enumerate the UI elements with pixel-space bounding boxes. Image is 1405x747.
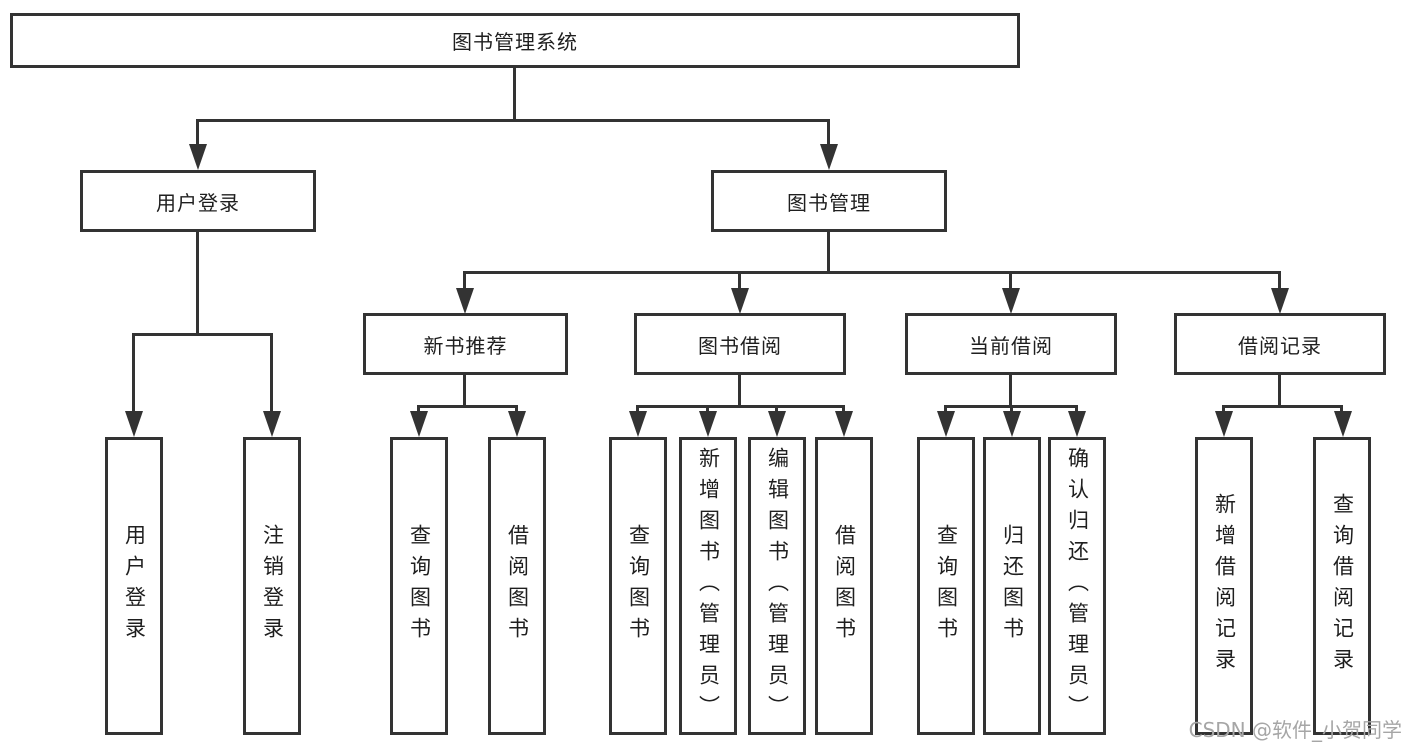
connector-hline <box>196 119 830 122</box>
leaf-user-login: 用户登录 <box>105 437 163 735</box>
node-label: 当前借阅 <box>969 333 1053 358</box>
arrow-down-icon <box>937 411 955 437</box>
connector-vline <box>1075 405 1078 415</box>
arrow-down-icon <box>456 288 474 314</box>
leaf-label: 借阅图书 <box>505 524 530 648</box>
leaf-label: 查询图书 <box>407 524 432 648</box>
connector-vline <box>132 333 135 413</box>
arrow-down-icon <box>263 411 281 437</box>
connector-vline <box>1009 271 1012 291</box>
connector-vline <box>738 271 741 291</box>
node-borrowing-records: 借阅记录 <box>1174 313 1386 375</box>
arrow-down-icon <box>125 411 143 437</box>
arrow-down-icon <box>820 144 838 170</box>
node-label: 用户登录 <box>156 190 240 215</box>
arrow-down-icon <box>1215 411 1233 437</box>
node-label: 新书推荐 <box>423 333 508 358</box>
arrow-down-icon <box>629 411 647 437</box>
connector-vline <box>944 405 947 415</box>
connector-hline <box>636 405 845 408</box>
arrow-down-icon <box>1003 411 1021 437</box>
leaf-confirm-return-admin: 确认归还（管理员） <box>1048 437 1106 735</box>
leaf-label: 查询图书 <box>626 524 651 648</box>
connector-vline <box>513 68 516 121</box>
connector-vline <box>196 232 199 336</box>
connector-hline <box>132 333 273 336</box>
arrow-down-icon <box>1002 288 1020 314</box>
node-label: 借阅记录 <box>1238 333 1322 358</box>
arrow-down-icon <box>410 411 428 437</box>
arrow-down-icon <box>835 411 853 437</box>
leaf-label: 编辑图书（管理员） <box>765 446 790 726</box>
connector-vline <box>1278 271 1281 291</box>
node-new-book-recommendation: 新书推荐 <box>363 313 568 375</box>
leaf-borrow-books-recommendation: 借阅图书 <box>488 437 546 735</box>
arrow-down-icon <box>1271 288 1289 314</box>
leaf-add-book-admin: 新增图书（管理员） <box>679 437 737 735</box>
arrow-down-icon <box>731 288 749 314</box>
connector-vline <box>738 375 741 408</box>
connector-vline <box>463 375 466 408</box>
connector-vline <box>417 405 420 415</box>
connector-vline <box>515 405 518 415</box>
node-label: 图书管理 <box>787 190 871 215</box>
connector-vline <box>827 119 830 146</box>
leaf-query-books-recommendation: 查询图书 <box>390 437 448 735</box>
connector-vline <box>842 405 845 415</box>
node-book-borrowing: 图书借阅 <box>634 313 846 375</box>
leaf-logout: 注销登录 <box>243 437 301 735</box>
node-label: 图书管理系统 <box>452 30 578 54</box>
node-book-management: 图书管理 <box>711 170 947 232</box>
connector-vline <box>706 405 709 415</box>
arrow-down-icon <box>768 411 786 437</box>
connector-vline <box>1009 375 1012 408</box>
leaf-label: 用户登录 <box>122 524 147 648</box>
leaf-label: 查询图书 <box>934 524 959 648</box>
connector-vline <box>1010 405 1013 415</box>
node-user-login: 用户登录 <box>80 170 316 232</box>
arrow-down-icon <box>1334 411 1352 437</box>
arrow-down-icon <box>508 411 526 437</box>
leaf-label: 确认归还（管理员） <box>1065 446 1090 726</box>
connector-vline <box>1340 405 1343 415</box>
leaf-label: 归还图书 <box>1000 524 1025 648</box>
leaf-label: 新增图书（管理员） <box>696 446 721 726</box>
leaf-add-borrow-record: 新增借阅记录 <box>1195 437 1253 735</box>
leaf-query-books-current: 查询图书 <box>917 437 975 735</box>
connector-vline <box>636 405 639 415</box>
connector-vline <box>196 119 199 146</box>
connector-hline <box>463 271 1281 274</box>
connector-vline <box>775 405 778 415</box>
leaf-query-borrow-record: 查询借阅记录 <box>1313 437 1371 735</box>
leaf-label: 借阅图书 <box>832 524 857 648</box>
arrow-down-icon <box>1068 411 1086 437</box>
arrow-down-icon <box>189 144 207 170</box>
connector-vline <box>1222 405 1225 415</box>
watermark: CSDN @软件_小贺同学 <box>1188 718 1402 742</box>
connector-hline <box>417 405 518 408</box>
leaf-edit-book-admin: 编辑图书（管理员） <box>748 437 806 735</box>
connector-hline <box>1222 405 1343 408</box>
connector-vline <box>827 232 830 274</box>
connector-vline <box>270 333 273 413</box>
leaf-query-books-borrowing: 查询图书 <box>609 437 667 735</box>
node-book-management-system: 图书管理系统 <box>10 13 1020 68</box>
arrow-down-icon <box>699 411 717 437</box>
leaf-label: 注销登录 <box>260 524 285 648</box>
leaf-label: 查询借阅记录 <box>1330 493 1355 679</box>
connector-vline <box>1278 375 1281 408</box>
leaf-return-book: 归还图书 <box>983 437 1041 735</box>
leaf-label: 新增借阅记录 <box>1212 493 1237 679</box>
node-current-borrowing: 当前借阅 <box>905 313 1117 375</box>
node-label: 图书借阅 <box>698 333 782 358</box>
connector-vline <box>463 271 466 291</box>
leaf-borrow-books-borrowing: 借阅图书 <box>815 437 873 735</box>
